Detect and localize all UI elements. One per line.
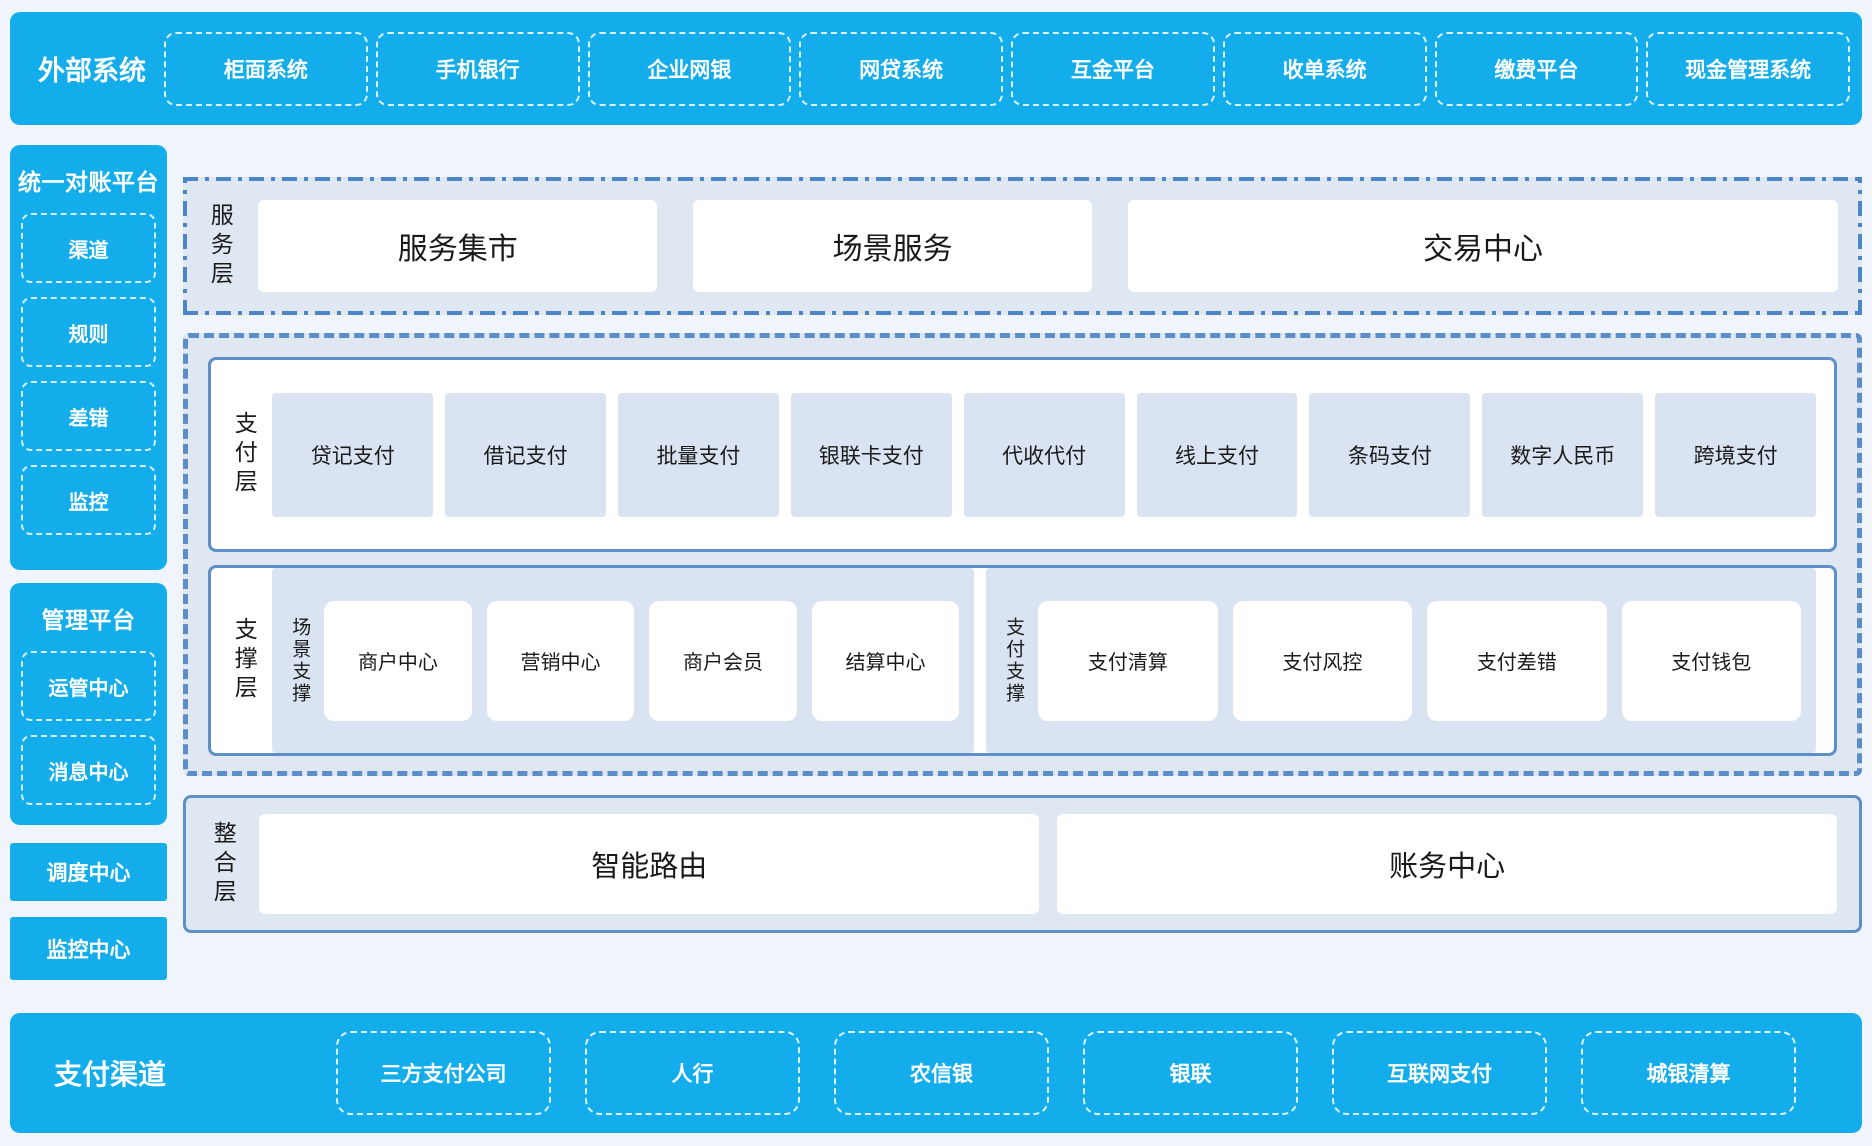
left-sidebar: 统一对账平台 渠道 规则 差错 监控 管理平台 运管中心 消息中心 调度中心 监… <box>10 145 167 980</box>
scene-support-item: 结算中心 <box>811 600 960 721</box>
support-layer: 支撑层 场景支撑 商户中心 营销中心 商户会员 结算中心 支付支撑 支付清算 <box>208 565 1837 756</box>
service-item: 服务集市 <box>258 200 658 292</box>
payment-layer: 支付层 贷记支付 借记支付 批量支付 银联卡支付 代收代付 线上支付 条码支付 … <box>208 357 1837 552</box>
external-system-chip: 互金平台 <box>1011 31 1215 106</box>
service-item: 场景服务 <box>693 200 1093 292</box>
payment-channel-chip: 银联 <box>1083 1031 1298 1115</box>
payment-channel-chip: 互联网支付 <box>1332 1031 1547 1115</box>
main-layers: 服务层 服务集市 场景服务 交易中心 支付层 贷记支付 借记支付 批量支付 银联… <box>183 145 1862 980</box>
reconciliation-platform-title: 统一对账平台 <box>18 169 159 195</box>
service-layer-label: 服务层 <box>207 202 234 290</box>
external-system-chip: 现金管理系统 <box>1646 31 1850 106</box>
external-systems-items: 柜面系统 手机银行 企业网银 网贷系统 互金平台 收单系统 缴费平台 现金管理系… <box>164 31 1850 106</box>
payment-item: 贷记支付 <box>272 392 434 517</box>
support-layer-label: 支撑层 <box>231 617 258 704</box>
external-system-chip: 企业网银 <box>587 31 792 106</box>
payment-item: 银联卡支付 <box>790 392 952 517</box>
payment-item: 跨境支付 <box>1655 392 1817 517</box>
payment-item: 代收代付 <box>963 392 1125 517</box>
external-system-chip: 柜面系统 <box>164 31 368 106</box>
external-system-chip: 手机银行 <box>375 31 580 106</box>
service-layer-items: 服务集市 场景服务 交易中心 <box>258 200 1838 292</box>
reconciliation-item: 规则 <box>21 297 156 367</box>
reconciliation-item: 差错 <box>21 381 156 451</box>
payment-support-item: 支付清算 <box>1038 600 1218 721</box>
external-system-chip: 收单系统 <box>1222 31 1427 106</box>
payment-channel-chip: 人行 <box>585 1031 800 1115</box>
reconciliation-item: 监控 <box>21 465 156 535</box>
service-layer: 服务层 服务集市 场景服务 交易中心 <box>183 177 1862 315</box>
management-platform-card: 管理平台 运管中心 消息中心 <box>10 583 167 825</box>
payment-channel-chip: 三方支付公司 <box>336 1031 551 1115</box>
payment-item: 数字人民币 <box>1482 392 1644 517</box>
management-platform-title: 管理平台 <box>41 607 136 633</box>
external-systems-title: 外部系统 <box>38 56 146 86</box>
dispatch-center-box: 调度中心 <box>10 843 167 901</box>
external-system-chip: 网贷系统 <box>799 31 1003 106</box>
payment-item: 线上支付 <box>1136 392 1298 517</box>
monitor-center-box: 监控中心 <box>10 917 167 980</box>
scene-support-item: 商户会员 <box>649 600 797 721</box>
integration-layer-label: 整合层 <box>210 820 237 908</box>
payment-item: 借记支付 <box>445 392 607 517</box>
management-item: 运管中心 <box>21 651 156 721</box>
payment-channel-chip: 农信银 <box>834 1031 1049 1115</box>
support-layer-groups: 场景支撑 商户中心 营销中心 商户会员 结算中心 支付支撑 支付清算 支付风控 … <box>272 568 1816 753</box>
payment-support-group: 支付支撑 支付清算 支付风控 支付差错 支付钱包 <box>986 568 1816 753</box>
payment-channels-title: 支付渠道 <box>54 1059 167 1090</box>
core-dashed-container: 支付层 贷记支付 借记支付 批量支付 银联卡支付 代收代付 线上支付 条码支付 … <box>183 333 1862 776</box>
payment-channels-items: 三方支付公司 人行 农信银 银联 互联网支付 城银清算 <box>336 1031 1796 1115</box>
service-item: 交易中心 <box>1128 200 1838 292</box>
external-systems-bar: 外部系统 柜面系统 手机银行 企业网银 网贷系统 互金平台 收单系统 缴费平台 … <box>10 12 1862 125</box>
scene-support-label: 场景支撑 <box>289 616 311 705</box>
reconciliation-item: 渠道 <box>21 213 156 283</box>
integration-item: 账务中心 <box>1057 814 1838 914</box>
payment-layer-items: 贷记支付 借记支付 批量支付 银联卡支付 代收代付 线上支付 条码支付 数字人民… <box>272 392 1817 517</box>
external-system-chip: 缴费平台 <box>1434 31 1639 106</box>
scene-support-item: 营销中心 <box>486 600 635 721</box>
payment-support-item: 支付钱包 <box>1621 600 1802 721</box>
scene-support-item: 商户中心 <box>324 600 472 721</box>
payment-item: 条码支付 <box>1309 392 1471 517</box>
payment-item: 批量支付 <box>618 392 779 517</box>
payment-layer-label: 支付层 <box>231 411 258 498</box>
integration-layer-items: 智能路由 账务中心 <box>259 814 1838 914</box>
integration-layer: 整合层 智能路由 账务中心 <box>183 795 1862 933</box>
payment-support-item: 支付风控 <box>1232 600 1413 721</box>
payment-support-item: 支付差错 <box>1427 600 1607 721</box>
payment-channel-chip: 城银清算 <box>1581 1031 1796 1115</box>
payment-support-label: 支付支撑 <box>1003 616 1025 705</box>
payment-channels-bar: 支付渠道 三方支付公司 人行 农信银 银联 互联网支付 城银清算 <box>10 1013 1862 1133</box>
scene-support-group: 场景支撑 商户中心 营销中心 商户会员 结算中心 <box>272 568 975 753</box>
reconciliation-platform-card: 统一对账平台 渠道 规则 差错 监控 <box>10 145 167 570</box>
management-item: 消息中心 <box>21 735 156 805</box>
integration-item: 智能路由 <box>259 814 1040 914</box>
